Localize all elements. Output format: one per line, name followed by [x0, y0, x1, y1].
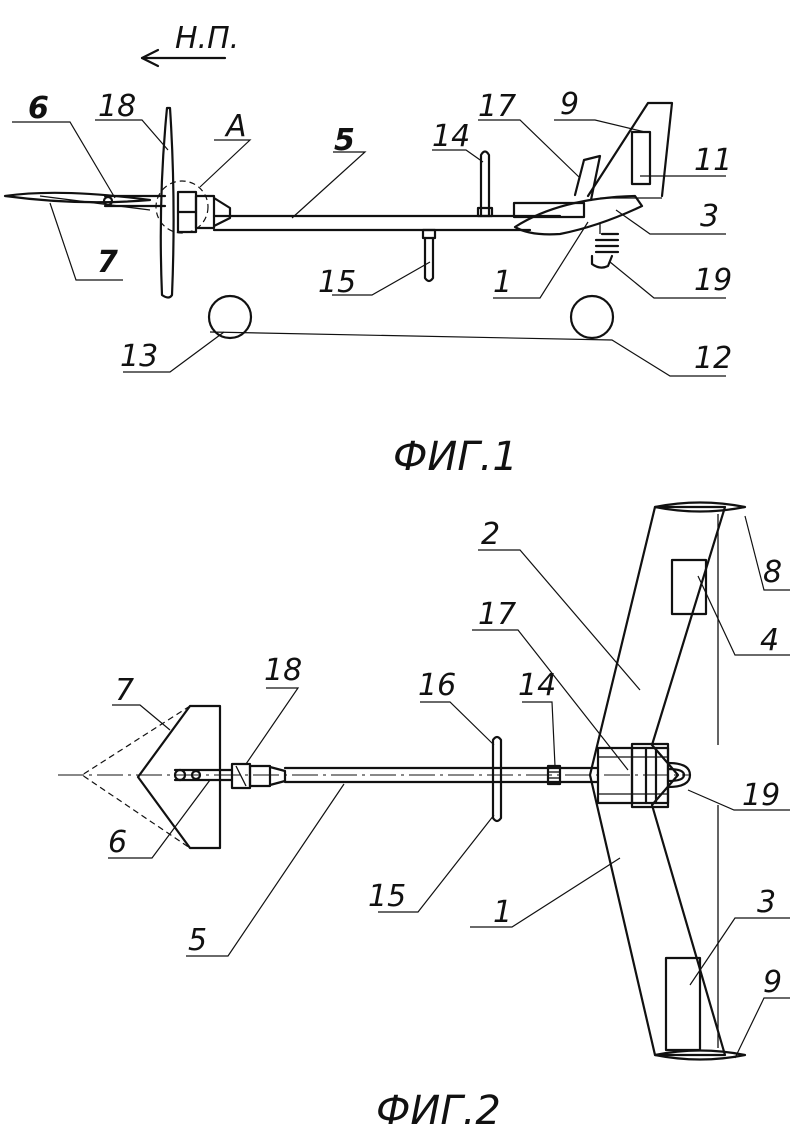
fig2-label-17: 17	[478, 597, 516, 632]
fig1-label-13: 13	[120, 339, 158, 374]
canard-7	[3, 191, 152, 204]
wingtip-9	[653, 1049, 747, 1061]
fig1-side-view: Н.П.	[3, 21, 732, 480]
direction-arrow	[140, 48, 227, 68]
fig1-label-1: 1	[493, 265, 512, 300]
fig1-label-11: 11	[694, 143, 732, 178]
motor-18-plan	[230, 762, 287, 790]
fig2-label-1: 1	[493, 895, 512, 930]
body-block-17	[596, 742, 670, 809]
wing-plan	[588, 505, 727, 1057]
canard-7-plan	[136, 704, 222, 850]
front-rod-6	[102, 194, 167, 208]
aileron-4	[670, 558, 708, 616]
fig1-label-5: 5	[334, 123, 355, 158]
detail-circle-A	[155, 180, 209, 234]
fig1-label-6: 6	[28, 91, 49, 126]
fig2-label-16: 16	[418, 668, 456, 703]
fig2-label-6: 6	[108, 825, 127, 860]
fig2-label-8: 8	[763, 555, 782, 590]
wingtip-8	[653, 501, 747, 513]
fig1-label-19: 19	[694, 263, 732, 298]
fig1-label-15: 15	[318, 265, 356, 300]
fig2-leader-lines	[108, 515, 790, 1059]
fig2-label-2: 2	[481, 517, 500, 552]
fig2-label-14: 14	[518, 668, 556, 703]
fig2-label-5: 5	[188, 923, 207, 958]
spring-19	[590, 224, 620, 269]
pylon-15	[421, 228, 437, 283]
propeller-18	[159, 106, 175, 299]
joint-14	[546, 764, 562, 786]
fig2-label-4: 4	[760, 623, 779, 658]
fig1-label-18: 18	[98, 89, 136, 124]
direction-label: Н.П.	[175, 21, 239, 56]
fig1-leader-lines	[12, 119, 726, 377]
wing-1-side	[513, 194, 644, 236]
fig1-label-A: A	[224, 109, 247, 144]
mast-14	[476, 150, 494, 218]
front-rod-6-plan	[173, 768, 234, 782]
fig1-label-9: 9	[560, 87, 579, 122]
fig2-label-7: 7	[115, 673, 134, 708]
block-17	[573, 154, 602, 202]
wheel-13	[207, 294, 253, 340]
cross-bar-16-15	[491, 735, 503, 823]
fig2-label-9: 9	[763, 965, 782, 1000]
boom-5-plan	[283, 766, 600, 784]
fig1-label-7: 7	[97, 245, 118, 280]
fig2-label-3: 3	[757, 885, 776, 920]
fig2-caption: ФИГ.2	[376, 1088, 501, 1134]
fig1-label-14: 14	[432, 119, 470, 154]
fig1-caption: ФИГ.1	[393, 434, 518, 480]
aileron-3	[664, 956, 702, 1052]
fig2-label-18: 18	[264, 653, 302, 688]
skid-19	[666, 761, 692, 789]
fin-9	[586, 101, 674, 199]
fig1-label-12: 12	[694, 341, 732, 376]
fig2-label-15: 15	[368, 879, 406, 914]
fig2-top-view: 2 8 17 4 18 16 14 7 19 6 15 1 3 5 9 ФИГ.…	[58, 501, 790, 1134]
fig2-label-19: 19	[742, 778, 780, 813]
boom-5	[212, 214, 562, 232]
fig1-label-3: 3	[700, 199, 719, 234]
motor-hub	[155, 180, 232, 234]
wheel-12	[569, 294, 615, 340]
fig1-label-17: 17	[478, 89, 516, 124]
